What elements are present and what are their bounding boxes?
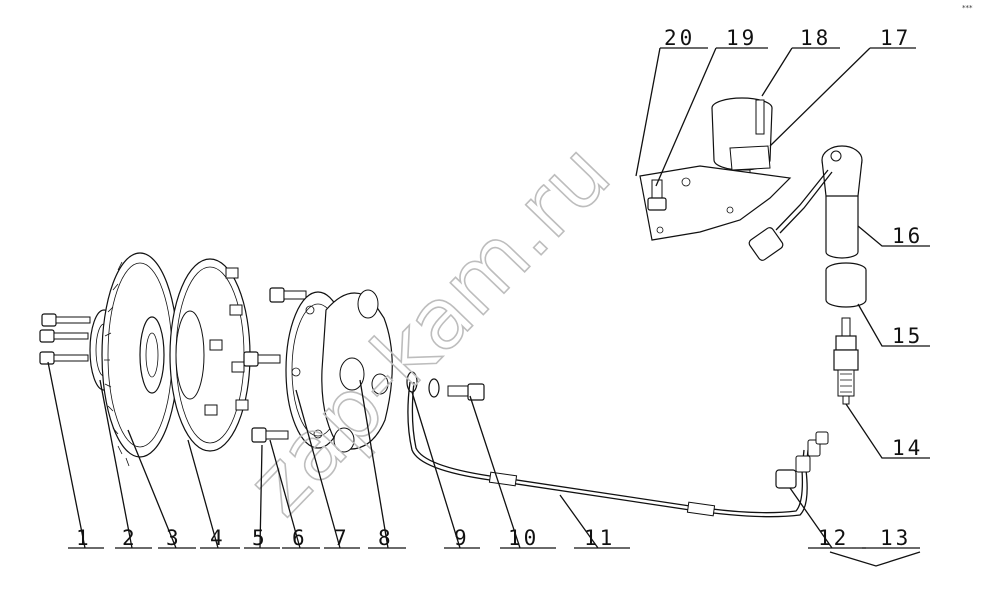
parts-drawing (39, 97, 867, 518)
callout-16: 16 (892, 224, 923, 248)
callout-15: 15 (892, 324, 923, 348)
part-8-housing (321, 289, 393, 453)
leader-lines (47, 47, 930, 567)
watermark-text: zap-kam.ru (229, 125, 629, 534)
callout-9: 9 (454, 526, 470, 550)
part-16-cap (821, 145, 863, 259)
callout-12: 12 (818, 526, 849, 550)
callout-2: 2 (122, 526, 138, 550)
callout-labels: 1 2 3 4 5 6 7 8 9 10 11 12 13 14 15 16 1… (76, 26, 923, 550)
callout-10: 10 (508, 526, 539, 550)
part-12-connector (775, 431, 829, 489)
callout-5: 5 (252, 526, 268, 550)
corner-mark: *** (962, 4, 973, 12)
part-1-bolts (39, 313, 91, 365)
callout-8: 8 (378, 526, 394, 550)
part-5-bolts (243, 287, 307, 443)
callout-7: 7 (334, 526, 350, 550)
callout-20: 20 (664, 26, 695, 50)
part-15-sleeve (825, 262, 867, 308)
callout-14: 14 (892, 436, 923, 460)
callout-17: 17 (880, 26, 911, 50)
part-4-flange (169, 258, 251, 452)
part-19-bolt (647, 179, 667, 211)
callout-1: 1 (76, 526, 92, 550)
callout-4: 4 (210, 526, 226, 550)
callout-11: 11 (584, 526, 615, 550)
callout-13: 13 (880, 526, 911, 550)
part-11-cable (407, 381, 809, 518)
part-14-spark-plug (833, 317, 859, 405)
part-10-bolt (447, 383, 485, 401)
callout-19: 19 (726, 26, 757, 50)
callout-6: 6 (292, 526, 308, 550)
part-20-bracket (639, 165, 792, 241)
callout-18: 18 (800, 26, 831, 50)
callout-3: 3 (166, 526, 182, 550)
part-3-gear (101, 252, 179, 467)
part-17-lead (748, 169, 833, 261)
watermark-group: zap-kam.ru (228, 124, 629, 535)
